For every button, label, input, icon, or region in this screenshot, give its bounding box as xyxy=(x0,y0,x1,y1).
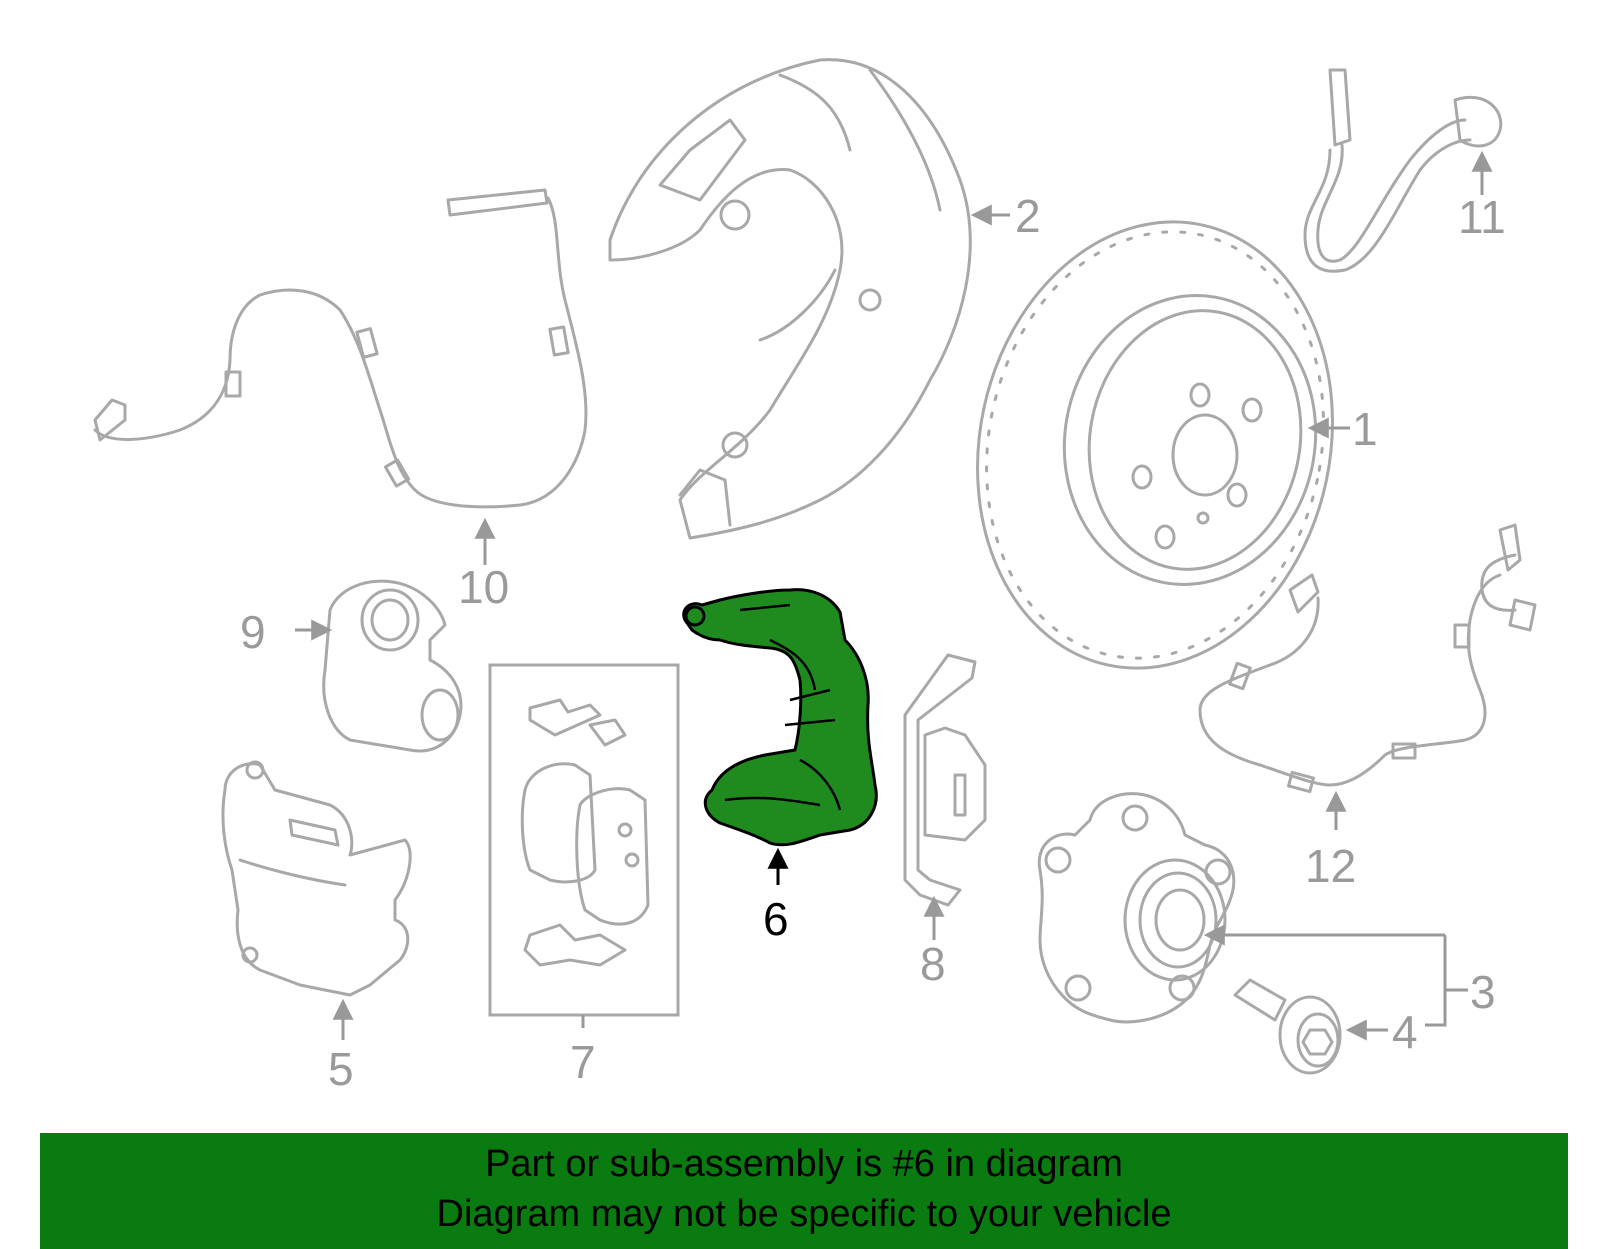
callout-6: 6 xyxy=(763,893,789,945)
part-4-hub-bolt xyxy=(1233,978,1342,1075)
callout-11: 11 xyxy=(1458,191,1506,243)
callout-4: 4 xyxy=(1392,1006,1418,1058)
info-banner: Part or sub-assembly is #6 in diagram Di… xyxy=(40,1133,1568,1249)
banner-line-part-number: Part or sub-assembly is #6 in diagram xyxy=(485,1143,1123,1185)
callout-7: 7 xyxy=(570,1036,596,1088)
leader-3-bracket xyxy=(1425,935,1447,1027)
part-3-wheel-hub-bearing xyxy=(1037,792,1236,1024)
callout-9: 9 xyxy=(240,606,266,658)
callout-5: 5 xyxy=(328,1043,354,1095)
banner-line-disclaimer: Diagram may not be specific to your vehi… xyxy=(436,1193,1172,1235)
part-2-brake-dust-shield xyxy=(608,58,972,540)
callout-12: 12 xyxy=(1305,840,1356,892)
part-7-brake-pad-set xyxy=(488,663,680,1017)
part-1-brake-rotor xyxy=(976,220,1334,670)
part-12-wheel-speed-sensor xyxy=(1198,523,1537,794)
callout-1: 1 xyxy=(1352,403,1378,455)
part-9-caliper-actuator-motor xyxy=(322,579,463,753)
part-5-brake-caliper xyxy=(221,760,412,997)
part-8-anti-rattle-clip xyxy=(903,653,987,907)
part-11-brake-wear-sensor xyxy=(1303,68,1503,273)
callout-8: 8 xyxy=(920,938,946,990)
part-10-wheel-speed-sensor xyxy=(93,188,588,509)
callout-2: 2 xyxy=(1015,190,1041,242)
part-6-caliper-bracket-highlighted xyxy=(682,588,878,847)
callout-3: 3 xyxy=(1470,966,1496,1018)
callout-10: 10 xyxy=(458,561,509,613)
